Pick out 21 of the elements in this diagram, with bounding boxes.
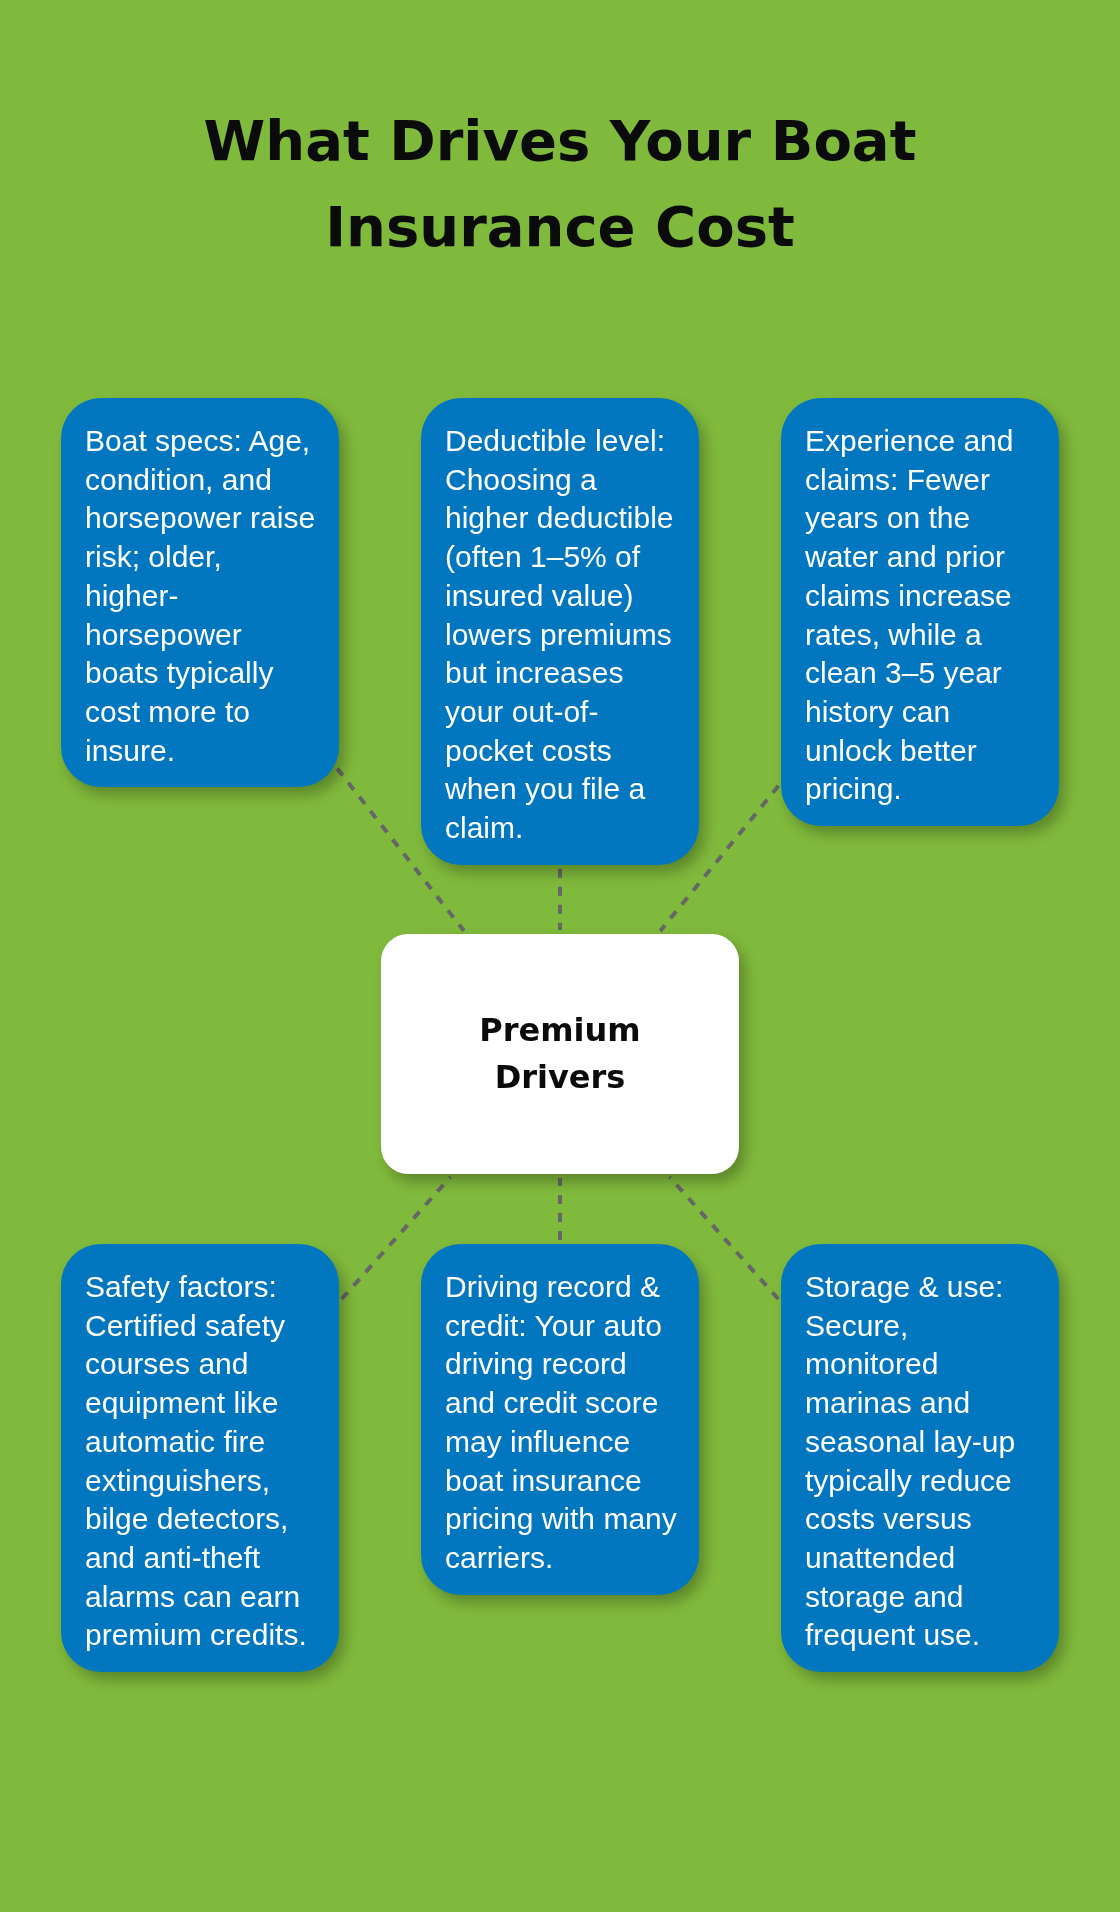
description-text: Storage & use: Secure, monitored marinas and seasonal lay-up typically reduce costs versus unattended storage and frequent use. <box>805 1269 1017 1654</box>
title: What Drives Your Boat Insurance Cost <box>202 107 918 261</box>
dashed-connector <box>658 784 781 933</box>
description-text: Driving record & credit: Your auto driving record and credit score may influence boat insurance pricing with many carriers. <box>445 1269 678 1576</box>
info-card <box>781 398 1059 827</box>
description-text: Deductible level: Choosing a higher deductible (often 1–5% of insured value) lowers premiums but increases your out-of-pocket costs when you file a claim. <box>445 423 675 847</box>
description-text: Safety factors: Certified safety courses and equipment like automatic fire extinguishers, bilge detectors, and anti-theft alarms can earn premium credits. <box>85 1269 308 1654</box>
info-card <box>61 1244 339 1673</box>
dashed-connector <box>335 767 466 933</box>
info-card <box>421 1244 699 1595</box>
heading-text: Premium Drivers <box>478 1010 642 1098</box>
description-text: Experience and claims: Fewer years on the water and prior claims increase rates, while a clean 3–5 year history can unlock better pricing. <box>805 423 1015 808</box>
center-card <box>381 934 739 1174</box>
dashed-connector <box>340 1175 452 1301</box>
dashed-connector <box>558 868 562 930</box>
info-card <box>421 398 699 865</box>
info-card <box>781 1244 1059 1673</box>
dashed-connector <box>558 1178 562 1240</box>
dashed-connector <box>668 1175 780 1301</box>
info-card <box>61 398 339 788</box>
description-text: Boat specs: Age, condition, and horsepower raise risk; older, higher-horsepower boats typically cost more to insure. <box>85 423 317 769</box>
